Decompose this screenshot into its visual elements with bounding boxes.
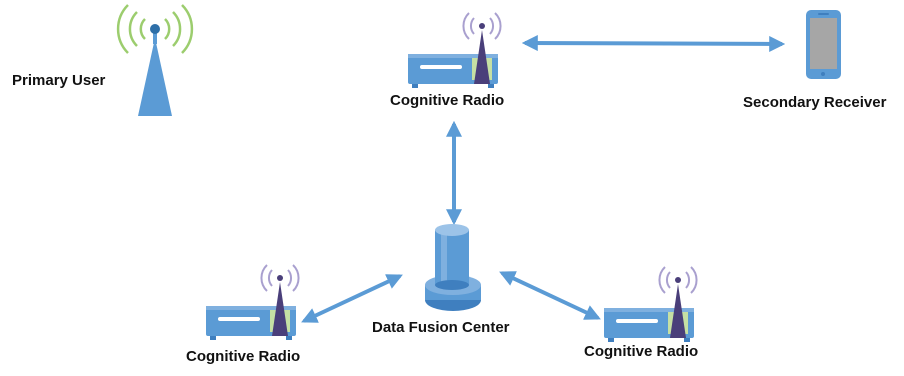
cognitive-radio-top-label: Cognitive Radio xyxy=(390,92,505,109)
data-fusion-center-label: Data Fusion Center xyxy=(372,319,510,336)
cognitive-radio-left-icon xyxy=(205,264,300,341)
cognitive-radio-right-icon xyxy=(603,266,698,343)
cognitive-radio-top-icon xyxy=(407,12,502,89)
link-left-radio-to-fusion xyxy=(301,274,403,323)
data-fusion-center-icon xyxy=(425,224,481,311)
cognitive-radio-right-label: Cognitive Radio xyxy=(584,343,699,360)
secondary-receiver-label: Secondary Receiver xyxy=(743,94,887,111)
link-radio-to-receiver xyxy=(521,35,786,52)
secondary-receiver-phone-icon xyxy=(806,10,841,79)
link-right-radio-to-fusion xyxy=(499,271,601,320)
cognitive-radio-left-label: Cognitive Radio xyxy=(186,348,301,365)
primary-user-tower-icon xyxy=(116,4,194,116)
primary-user-label: Primary User xyxy=(12,72,106,89)
